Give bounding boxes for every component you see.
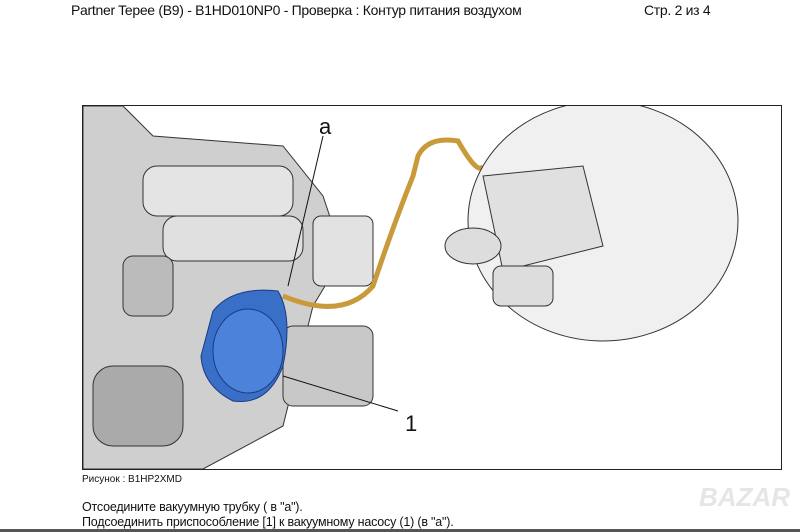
document-title: Partner Tepee (B9) - B1HD010NP0 - Провер… [71, 2, 522, 18]
instruction-line: Отсоедините вакуумную трубку ( в "a"). [82, 500, 303, 514]
callout-line-a [287, 135, 324, 287]
vacuum-tube [282, 137, 486, 309]
label-a: a [319, 114, 332, 139]
label-1: 1 [405, 411, 417, 436]
figure-illustration: a 1 [82, 105, 782, 470]
vacuum-pump [200, 289, 288, 403]
brake-booster [444, 106, 739, 342]
bottom-border [0, 529, 800, 532]
instruction-line: Подсоединить приспособление [1] к вакуум… [82, 515, 454, 529]
figure-caption: Рисунок : B1HP2XMD [82, 474, 182, 485]
callout-line-1 [282, 375, 399, 412]
watermark-logo: BAZAR [699, 482, 790, 512]
page-number: Стр. 2 из 4 [644, 2, 711, 18]
engine-drawing [83, 106, 374, 469]
